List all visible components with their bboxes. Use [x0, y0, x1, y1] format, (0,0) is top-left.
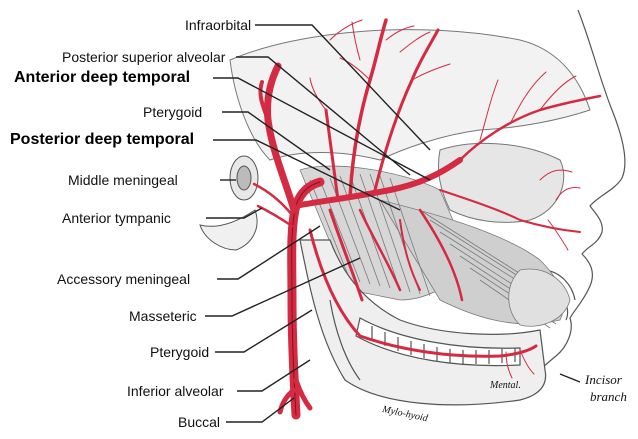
- label-mental: Mental.: [490, 378, 521, 394]
- label-buccal: Buccal: [178, 414, 220, 430]
- label-infraorbital: Infraorbital: [185, 17, 251, 33]
- label-masseteric: Masseteric: [129, 308, 197, 324]
- ear-region: [200, 156, 258, 250]
- label-pterygoid-lower: Pterygoid: [150, 344, 209, 360]
- label-middle-meningeal: Middle meningeal: [68, 172, 178, 188]
- label-pterygoid-upper: Pterygoid: [143, 104, 202, 120]
- label-anterior-tympanic: Anterior tympanic: [62, 210, 171, 226]
- label-accessory-meningeal: Accessory meningeal: [57, 271, 190, 287]
- label-incisor: Incisor: [585, 372, 622, 388]
- label-anterior-deep-temporal: Anterior deep temporal: [14, 69, 190, 87]
- label-branch: branch: [590, 389, 627, 405]
- label-inferior-alveolar: Inferior alveolar: [127, 383, 224, 399]
- label-posterior-superior-alveolar: Posterior superior alveolar: [62, 49, 225, 65]
- label-posterior-deep-temporal: Posterior deep temporal: [10, 131, 194, 149]
